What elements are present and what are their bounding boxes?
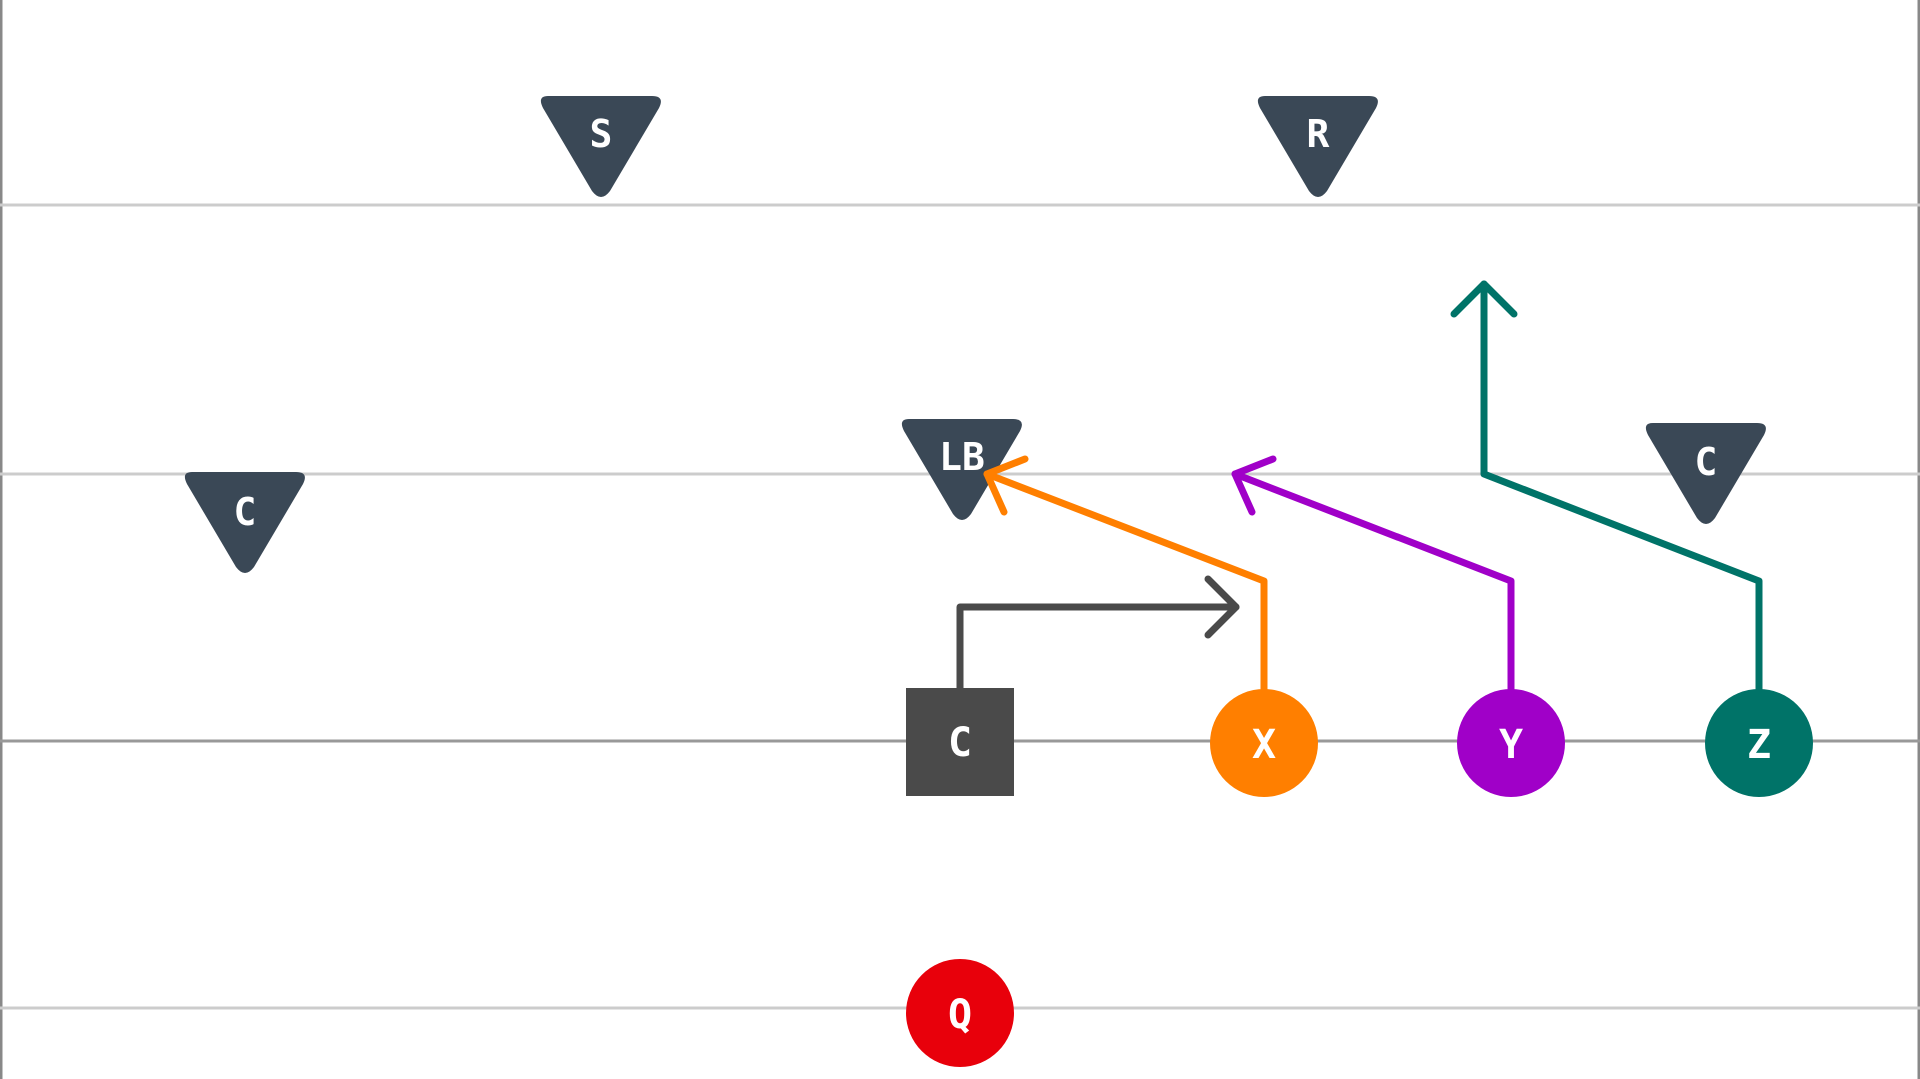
defender-lb[interactable]: LB <box>901 419 1022 520</box>
defender-label: R <box>1307 112 1330 156</box>
route-y[interactable] <box>1231 455 1515 693</box>
route-center[interactable] <box>956 575 1240 693</box>
defender-s[interactable]: S <box>540 96 661 197</box>
defender-label: C <box>234 490 257 534</box>
center-player[interactable]: C <box>906 688 1014 796</box>
defender-cb-left[interactable]: C <box>184 472 305 573</box>
route-z[interactable] <box>1450 280 1763 693</box>
defender-r[interactable]: R <box>1257 96 1378 197</box>
receiver-x[interactable]: X <box>1210 689 1318 797</box>
route-x[interactable] <box>983 455 1268 693</box>
defender-label: LB <box>939 435 985 479</box>
receiver-x-label: X <box>1252 722 1276 768</box>
receiver-y[interactable]: Y <box>1457 689 1565 797</box>
quarterback[interactable]: Q <box>906 959 1014 1067</box>
defender-label: S <box>590 112 613 156</box>
receiver-z-label: Z <box>1747 722 1771 768</box>
receiver-y-label: Y <box>1499 722 1523 768</box>
defender-label: C <box>1695 440 1718 484</box>
receiver-z[interactable]: Z <box>1705 689 1813 797</box>
center-label: C <box>948 720 972 766</box>
defender-cb-right[interactable]: C <box>1645 423 1766 524</box>
quarterback-label: Q <box>948 992 972 1038</box>
